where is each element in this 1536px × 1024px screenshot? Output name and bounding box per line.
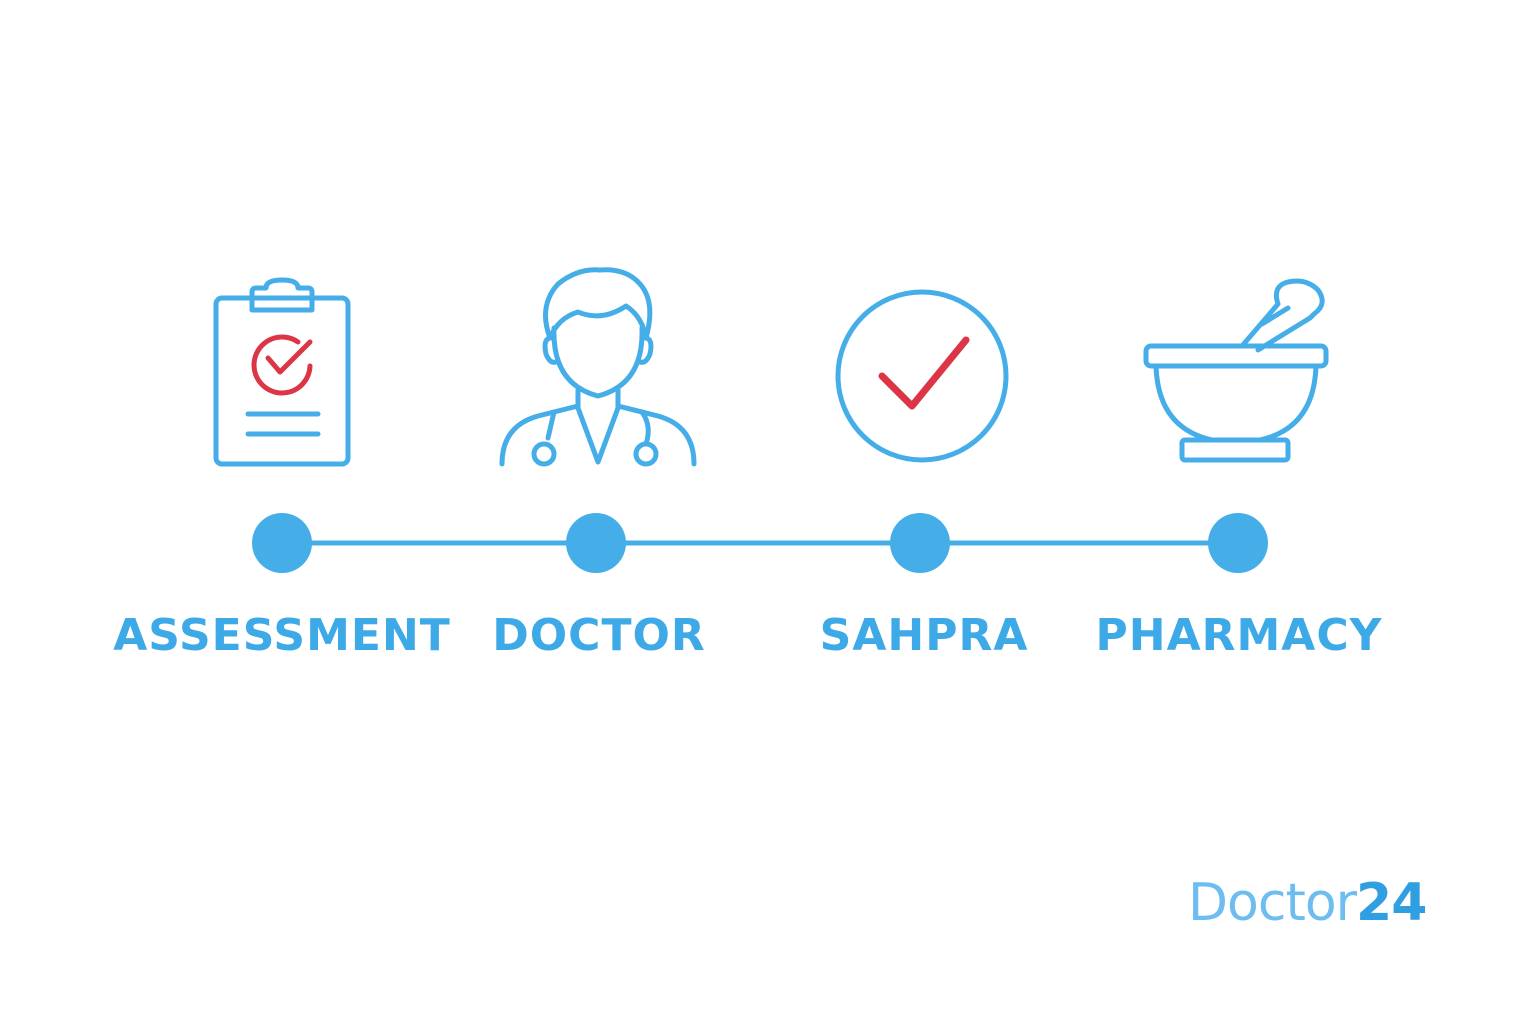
step-label-pharmacy: PHARMACY <box>1095 610 1383 661</box>
doctor-stethoscope-icon <box>498 266 698 470</box>
brand-logo-text: Doctor <box>1188 873 1357 933</box>
brand-logo-number: 24 <box>1356 873 1427 933</box>
step-label-doctor: DOCTOR <box>492 610 706 661</box>
timeline-node-sahpra <box>890 513 950 573</box>
mortar-pestle-icon <box>1142 278 1332 468</box>
step-label-sahpra: SAHPRA <box>819 610 1029 661</box>
step-label-assessment: ASSESSMENT <box>113 610 451 661</box>
timeline-node-doctor <box>566 513 626 573</box>
clipboard-check-icon <box>212 277 354 468</box>
timeline-node-assessment <box>252 513 312 573</box>
timeline-node-pharmacy <box>1208 513 1268 573</box>
brand-logo: Doctor24 <box>1188 868 1458 938</box>
circle-check-icon <box>834 288 1010 464</box>
